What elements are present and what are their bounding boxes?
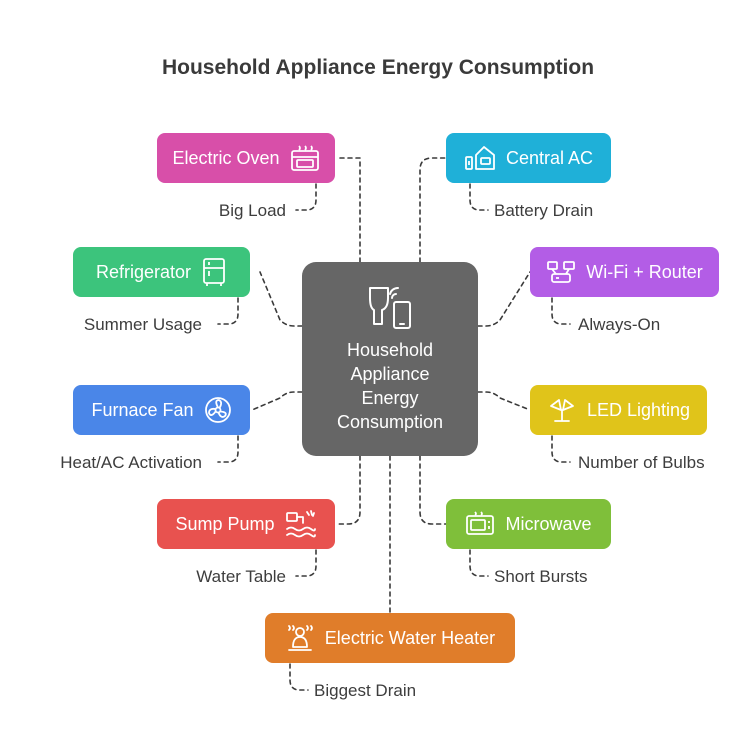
node-label: Microwave [505, 514, 592, 534]
sub-label-water-table: Water Table [196, 567, 286, 586]
node-refrigerator: Refrigerator [73, 247, 250, 297]
center-node: Household Appliance Energy Consumption [302, 262, 478, 456]
node-microwave: Microwave [446, 499, 611, 549]
node-label: Furnace Fan [91, 400, 194, 420]
sub-label-short-bursts: Short Bursts [494, 567, 588, 586]
node-central-ac: Central AC [446, 133, 611, 183]
sub-label-number-of-bulbs: Number of Bulbs [578, 453, 705, 472]
node-label: LED Lighting [586, 400, 691, 420]
air-conditioner-icon [465, 146, 495, 170]
microwave-icon [466, 511, 495, 535]
node-label: Electric Oven [172, 148, 280, 168]
sub-label-always-on: Always-On [578, 315, 661, 334]
oven-icon [290, 145, 319, 171]
fan-icon [204, 397, 231, 423]
node-label: Electric Water Heater [324, 628, 496, 648]
water-heater-icon [287, 625, 313, 651]
node-sump-pump: Sump Pump [157, 499, 335, 549]
node-label: Sump Pump [175, 514, 275, 534]
node-label: Central AC [505, 148, 594, 168]
lamp-icon [550, 399, 574, 422]
pump-icon [285, 510, 316, 538]
sub-label-big-load: Big Load [218, 201, 286, 220]
sub-label-battery-drain: Battery Drain [494, 201, 594, 220]
node-wifi-router: Wi-Fi + Router [530, 247, 719, 297]
sub-label-heat-ac-activation: Heat/AC Activation [60, 453, 202, 472]
node-led-lighting: LED Lighting [530, 385, 707, 435]
refrigerator-icon [203, 258, 225, 286]
node-electric-oven: Electric Oven [157, 133, 335, 183]
sub-label-summer-usage: Summer Usage [83, 315, 202, 334]
node-electric-water-heater: Electric Water Heater [265, 613, 515, 663]
devices-icon [369, 287, 411, 329]
node-label: Refrigerator [95, 262, 192, 282]
router-icon [547, 261, 576, 283]
center-label: Household Appliance Energy Consumption [336, 340, 444, 432]
node-furnace-fan: Furnace Fan [73, 385, 250, 435]
node-label: Wi-Fi + Router [586, 262, 703, 282]
sub-label-biggest-drain: Biggest Drain [314, 681, 417, 700]
page-title: Household Appliance Energy Consumption [161, 56, 595, 79]
